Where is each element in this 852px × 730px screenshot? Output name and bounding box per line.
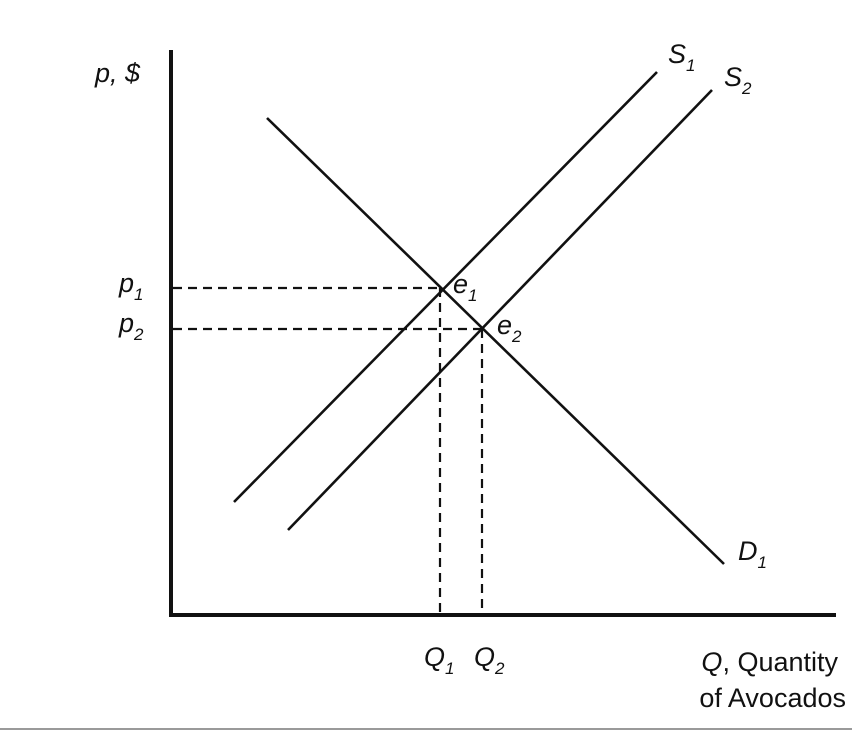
x-axis-label-line1: Q, Quantity xyxy=(701,647,838,677)
e1-label: e1 xyxy=(453,269,478,305)
q1-label: Q1 xyxy=(424,642,454,678)
x-axis-label-line2: of Avocados xyxy=(699,683,846,713)
demand-curve-d1 xyxy=(266,117,725,565)
supply-curve-s1 xyxy=(233,71,658,503)
p1-label: p1 xyxy=(118,268,144,304)
s1-label: S1 xyxy=(668,39,695,75)
p2-label: p2 xyxy=(118,308,144,344)
d1-label: D1 xyxy=(738,536,767,572)
y-axis-label: p, $ xyxy=(94,58,141,88)
s2-label: S2 xyxy=(724,62,752,98)
supply-curve-s2 xyxy=(287,89,713,531)
e2-label: e2 xyxy=(497,310,522,346)
q2-label: Q2 xyxy=(474,642,505,678)
